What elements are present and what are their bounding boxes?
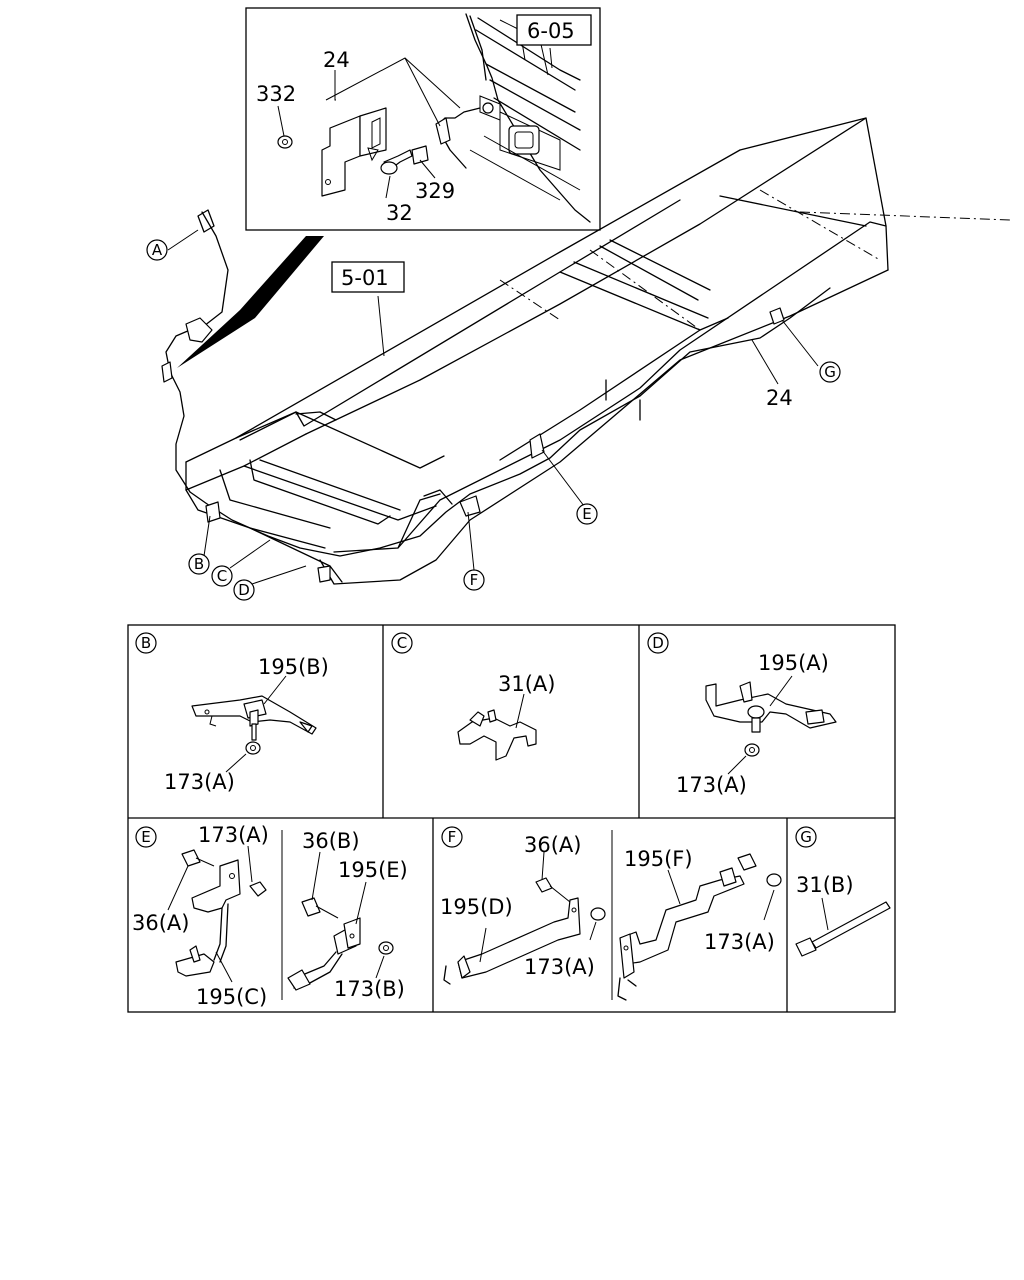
detail-F-label-4: 173(A) <box>704 930 775 954</box>
chassis-frame: 5-01 24 <box>161 117 1011 585</box>
inset-washer-label: 329 <box>415 179 455 203</box>
detail-E-label-5: 173(B) <box>334 977 405 1001</box>
svg-text:D: D <box>652 634 664 652</box>
detail-F-label-0: 36(A) <box>524 833 581 857</box>
svg-text:G: G <box>824 363 836 381</box>
detail-B-label-1: 173(A) <box>164 770 235 794</box>
callout-F: F <box>463 569 485 591</box>
svg-text:F: F <box>470 571 479 589</box>
callout-B: B <box>188 553 210 575</box>
detail-C-label-0: 31(A) <box>498 672 555 696</box>
detail-B: B 195(B) 173(A) <box>135 632 329 794</box>
main-ref-text: 5-01 <box>341 266 389 290</box>
svg-text:C: C <box>397 634 407 652</box>
svg-text:D: D <box>238 581 250 599</box>
svg-text:B: B <box>194 555 204 573</box>
detail-D: D 195(A) 173(A) <box>647 632 837 797</box>
inset-ref-box <box>516 14 592 46</box>
zoom-wedge <box>177 236 324 368</box>
detail-E-label-3: 36(B) <box>302 829 360 853</box>
inset-panel: 24 332 32 329 6-05 <box>245 7 601 231</box>
detail-E-label-2: 195(C) <box>196 985 267 1009</box>
detail-E: E 173(A) 36(A) 195(C) 36(B) 195(E) 1 <box>132 823 408 1009</box>
detail-F-label-2: 173(A) <box>524 955 595 979</box>
main-cable-label: 24 <box>766 386 793 410</box>
detail-F: F 36(A) 195(D) 173(A) 195(F) 173(A) <box>440 826 782 1001</box>
detail-D-label-1: 173(A) <box>676 773 747 797</box>
detail-C: C 31(A) <box>391 632 555 761</box>
main-callouts: A B C D E F G <box>146 239 841 601</box>
inset-cable-label: 24 <box>323 48 350 72</box>
inset-ref-text: 6-05 <box>527 19 575 43</box>
callout-G: G <box>819 361 841 383</box>
detail-G: G 31(B) <box>795 826 891 957</box>
callout-C: C <box>211 565 233 587</box>
detail-E-label-4: 195(E) <box>338 858 408 882</box>
detail-D-label-0: 195(A) <box>758 651 829 675</box>
main-ref-box <box>331 261 405 293</box>
inset-bolt-label: 32 <box>386 201 413 225</box>
svg-text:B: B <box>141 634 151 652</box>
detail-F-label-3: 195(F) <box>624 847 693 871</box>
svg-text:E: E <box>141 828 150 846</box>
svg-text:G: G <box>800 828 812 846</box>
svg-text:F: F <box>448 828 457 846</box>
detail-B-label-0: 195(B) <box>258 655 329 679</box>
detail-E-label-1: 36(A) <box>132 911 189 935</box>
svg-text:E: E <box>582 505 591 523</box>
callout-D: D <box>233 579 255 601</box>
detail-F-label-1: 195(D) <box>440 895 513 919</box>
svg-text:A: A <box>152 241 163 259</box>
inset-nut-label: 332 <box>256 82 296 106</box>
svg-text:C: C <box>217 567 227 585</box>
detail-G-label-0: 31(B) <box>796 873 854 897</box>
callout-A: A <box>146 239 168 261</box>
detail-E-label-0: 173(A) <box>198 823 269 847</box>
callout-E: E <box>576 503 598 525</box>
